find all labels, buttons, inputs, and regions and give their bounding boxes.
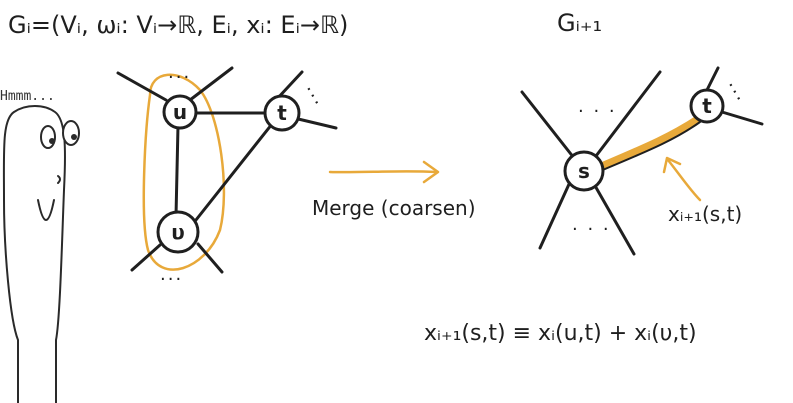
node-u-label: u [173, 100, 187, 124]
character-body-outline [2, 105, 67, 403]
edge-t2-n [704, 66, 720, 94]
ellipsis-bottom: ... [160, 264, 183, 285]
ellipsis-top: ... [168, 62, 191, 83]
merged-edge-s-t-outline [597, 121, 701, 173]
graph-before-title: Gᵢ=(Vᵢ, ωᵢ: Vᵢ→ℝ, Eᵢ, xᵢ: Eᵢ→ℝ) [8, 11, 348, 39]
edge-s-nw [520, 90, 576, 160]
edge-s-se [592, 182, 636, 256]
left-pupil-icon [49, 138, 55, 144]
graph-before: u t υ ... ... ... [116, 62, 338, 285]
edge-u-v [174, 124, 180, 218]
thought-text: Hmmm... [0, 89, 55, 104]
merged-edge-label: xᵢ₊₁(s,t) [668, 202, 742, 226]
mouth-icon [37, 199, 55, 221]
node-s-label: s [578, 159, 590, 183]
merge-label: Merge (coarsen) [312, 196, 476, 220]
ellipsis-top-2: . . . [578, 96, 617, 117]
edge-t2-e [720, 110, 764, 126]
equation: xᵢ₊₁(s,t) ≡ xᵢ(u,t) + xᵢ(υ,t) [424, 321, 697, 346]
annotation-arrow-line [666, 158, 702, 202]
edge-v-se [196, 242, 224, 274]
merged-edge-s-t [594, 114, 704, 172]
merge-arrow: Merge (coarsen) [312, 160, 476, 220]
right-pupil-icon [71, 134, 77, 140]
ellipsis-bottom-2: . . . [572, 214, 611, 235]
node-v [156, 210, 200, 254]
node-u [162, 94, 198, 130]
edge-t-e [292, 116, 338, 130]
node-t-label: t [277, 101, 287, 125]
left-eye-icon [40, 125, 56, 149]
edge-u-ne [188, 66, 234, 102]
edge-s-ne [594, 70, 662, 158]
node-s [563, 150, 605, 192]
right-eye-icon [62, 120, 80, 146]
edge-v-sw [130, 243, 162, 272]
thinking-character: Hmmm... [0, 89, 80, 403]
edge-s-sw [538, 180, 572, 250]
ellipsis-t2: ... [724, 75, 754, 106]
node-t2 [689, 88, 725, 124]
merge-arrow-line [328, 170, 438, 174]
graph-after: s t . . . . . . ... xᵢ₊₁(s,t) [520, 66, 764, 256]
edge-u-nw [116, 71, 168, 102]
nose-icon [57, 175, 61, 184]
merge-arrow-head-icon [422, 160, 440, 184]
node-t [263, 94, 301, 132]
ellipsis-t: ... [302, 79, 332, 110]
merge-group-outline [142, 73, 226, 271]
annotation-arrow-head-icon [662, 156, 682, 174]
graph-after-title: Gᵢ₊₁ [557, 9, 602, 37]
node-t2-label: t [702, 94, 712, 118]
edge-v-t [190, 122, 274, 227]
node-v-label: υ [171, 220, 185, 244]
